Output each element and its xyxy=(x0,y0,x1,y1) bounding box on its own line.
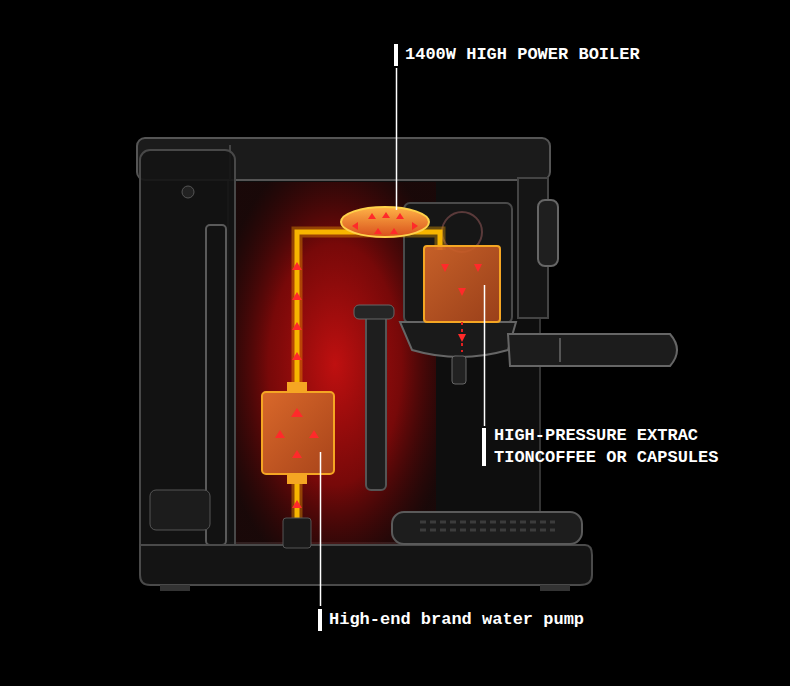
brew-unit xyxy=(424,246,500,322)
spout xyxy=(452,356,466,384)
flow-arrows xyxy=(275,212,482,508)
foot xyxy=(160,585,190,591)
tank-base-valve xyxy=(150,490,210,530)
water-tank xyxy=(140,150,235,580)
tray-grill xyxy=(420,522,555,530)
pump-fitting xyxy=(287,382,307,392)
leader-line xyxy=(396,68,398,210)
leader-line xyxy=(320,452,322,606)
water-pipe xyxy=(297,232,440,540)
pump-inlet xyxy=(283,518,311,548)
label-bar xyxy=(318,609,322,631)
pipe-glow xyxy=(297,232,440,540)
drip-tray xyxy=(392,512,582,544)
handle-joint xyxy=(559,338,561,362)
portafilter-handle xyxy=(508,334,677,366)
pump-fitting xyxy=(287,474,307,484)
callout-label: 1400W HIGH POWER BOILER xyxy=(405,44,640,66)
water-pump xyxy=(262,392,334,474)
wand-cap xyxy=(354,305,394,319)
leader-line xyxy=(484,285,486,426)
tank-valve xyxy=(182,186,194,198)
foot xyxy=(540,585,570,591)
control-knob xyxy=(538,200,558,266)
boiler xyxy=(341,207,429,237)
steam-wand xyxy=(366,312,386,490)
callout-label: High-end brand water pump xyxy=(329,609,584,631)
label-bar xyxy=(482,428,486,466)
callout-label: HIGH-PRESSURE EXTRAC TIONCOFFEE OR CAPSU… xyxy=(494,425,725,469)
label-bar xyxy=(394,44,398,66)
machine-base xyxy=(140,545,592,585)
portafilter-basket xyxy=(400,322,516,357)
